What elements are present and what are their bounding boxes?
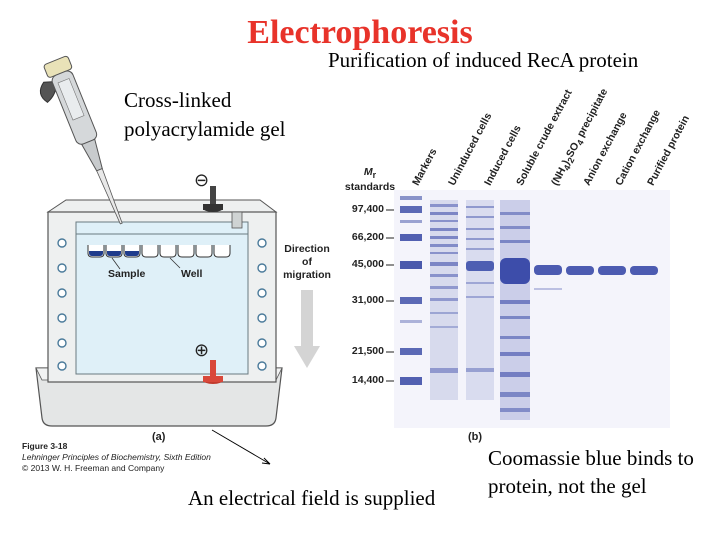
direction-line-2: of xyxy=(302,256,312,268)
figure-number: Figure 3-18 xyxy=(22,441,68,451)
gel-type-line-1: Cross-linked xyxy=(124,88,232,112)
standards-label: standards xyxy=(344,181,396,194)
field-annotation-arrow xyxy=(211,429,271,465)
lane-induced xyxy=(466,200,494,400)
mr-label: M xyxy=(363,166,373,178)
panel-b-label: (b) xyxy=(468,431,483,443)
book-title: Lehninger Principles of Biochemistry, Si… xyxy=(22,452,211,462)
mw-label: 14,400 xyxy=(351,374,384,386)
frame-holes xyxy=(57,238,267,371)
mw-label: 21,500 xyxy=(351,345,384,357)
coomassie-note: Coomassie blue binds to protein, not the… xyxy=(488,444,694,500)
mw-label: 97,400 xyxy=(351,203,384,215)
coomassie-line-1: Coomassie blue binds to xyxy=(488,446,694,470)
cathode-electrode-icon xyxy=(203,186,223,212)
sample-in-wells xyxy=(89,251,139,256)
slide-subtitle: Purification of induced RecA protein xyxy=(328,48,639,72)
panel-a-label: (a) xyxy=(152,431,166,443)
lane-soluble-crude-extract xyxy=(500,200,530,420)
coomassie-line-2: protein, not the gel xyxy=(488,474,647,498)
lane-markers xyxy=(400,196,422,385)
direction-line-3: migration xyxy=(283,269,331,281)
well-label: Well xyxy=(181,268,203,280)
figure-caption: Figure 3-18 Lehninger Principles of Bioc… xyxy=(22,441,211,474)
anode-electrode-icon xyxy=(203,360,223,384)
mr-standards-header: Mr standards xyxy=(336,166,404,193)
well-leader-line xyxy=(169,257,181,269)
sample-label: Sample xyxy=(108,268,146,280)
mw-label: 31,000 xyxy=(351,294,384,306)
direction-of-migration-label: Direction of migration xyxy=(276,243,338,282)
lane-anion-exchange xyxy=(566,266,594,275)
slide-title: Electrophoresis xyxy=(247,14,473,51)
gel-type-line-2: polyacrylamide gel xyxy=(124,117,286,141)
gel-type-label: Cross-linked polyacrylamide gel xyxy=(124,86,286,144)
electric-field-note: An electrical field is supplied xyxy=(188,486,436,510)
mr-subscript: r xyxy=(372,170,377,181)
lane-uninduced xyxy=(430,200,458,400)
direction-line-1: Direction xyxy=(284,243,330,255)
mw-ticks xyxy=(386,209,394,382)
down-arrow-icon xyxy=(294,290,320,368)
plus-symbol: ⊕ xyxy=(194,340,210,360)
sample-leader-line xyxy=(111,257,121,270)
lane-purified-protein xyxy=(630,266,658,275)
mw-label: 66,200 xyxy=(351,231,384,243)
lane-ammonium-sulfate-precipitate xyxy=(534,265,562,290)
copyright: © 2013 W. H. Freeman and Company xyxy=(22,463,165,473)
minus-symbol: ⊖ xyxy=(194,170,210,190)
mw-label: 45,000 xyxy=(351,258,384,270)
lane-cation-exchange xyxy=(598,266,626,275)
pipette-icon xyxy=(39,55,123,225)
